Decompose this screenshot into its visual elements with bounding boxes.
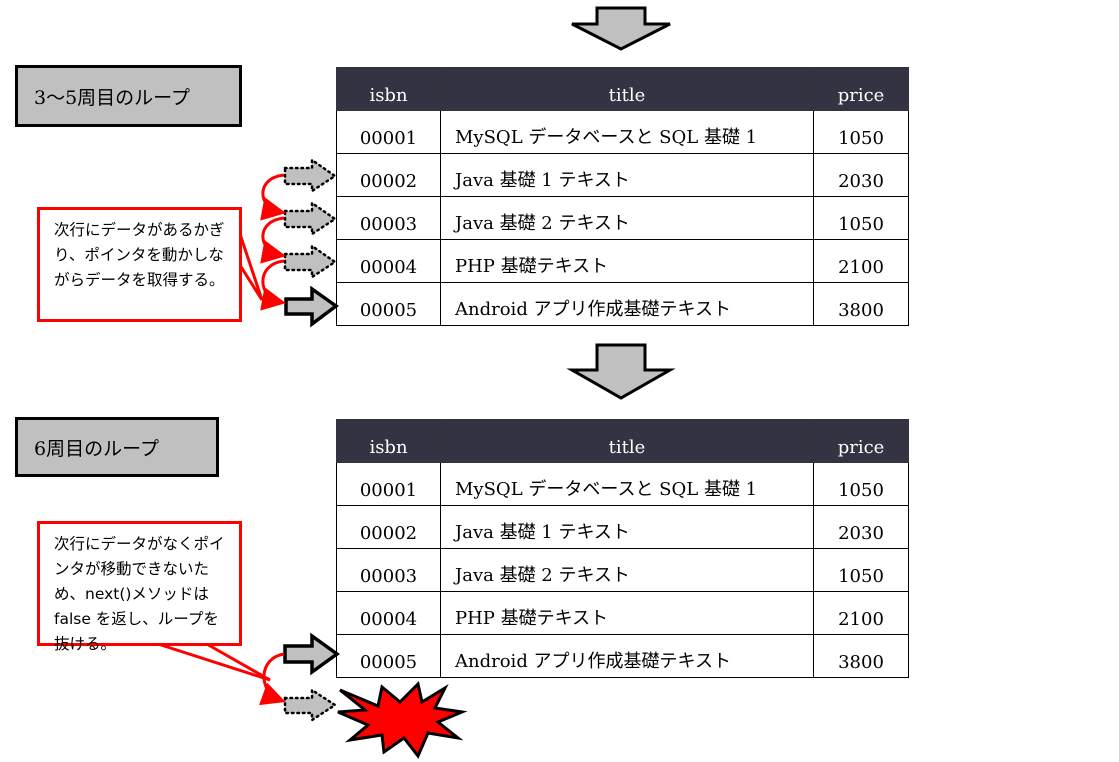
pointer-arrow-dotted-icon	[283, 200, 338, 237]
callout-3-5: 次行にデータがあるかぎり、ポインタを動かしながらデータを取得する。	[37, 207, 242, 322]
cell-price: 2100	[813, 591, 909, 635]
cell-isbn: 00003	[336, 548, 441, 592]
cell-title: Java 基礎 1 テキスト	[440, 505, 814, 549]
header-isbn: isbn	[336, 67, 441, 111]
header-isbn: isbn	[336, 419, 441, 463]
pointer-arrow-dotted-icon	[283, 243, 338, 280]
pointer-arrow-dotted-icon	[283, 687, 338, 723]
cell-isbn: 00003	[336, 196, 441, 240]
red-curve-arrow	[260, 173, 286, 221]
red-curve-arrow	[260, 216, 286, 264]
cell-price: 2100	[813, 239, 909, 283]
cell-title: Java 基礎 2 テキスト	[440, 196, 814, 240]
cell-isbn: 00001	[336, 462, 441, 506]
table-header-row: isbn title price	[336, 67, 909, 111]
header-price: price	[813, 67, 909, 111]
cell-title: Java 基礎 2 テキスト	[440, 548, 814, 592]
cell-isbn: 00005	[336, 282, 441, 326]
cell-isbn: 00002	[336, 153, 441, 197]
callout-tail	[154, 641, 271, 682]
cell-title: Android アプリ作成基礎テキスト	[440, 282, 814, 326]
cell-isbn: 00005	[336, 634, 441, 678]
pointer-arrow-icon	[283, 632, 340, 676]
cell-price: 3800	[813, 282, 909, 326]
pointer-arrow-dotted-icon	[283, 157, 338, 194]
loop-label-6: 6周目のループ	[15, 417, 219, 477]
explosion-icon	[337, 681, 468, 759]
loop-label-3-5: 3〜5周目のループ	[15, 65, 242, 127]
header-title: title	[440, 67, 814, 111]
cell-title: MySQL データベースと SQL 基礎 1	[440, 110, 814, 154]
cell-title: Android アプリ作成基礎テキスト	[440, 634, 814, 678]
cell-isbn: 00001	[336, 110, 441, 154]
table-header-row: isbn title price	[336, 419, 909, 463]
cell-title: PHP 基礎テキスト	[440, 239, 814, 283]
down-arrow-icon	[566, 343, 676, 400]
cell-price: 1050	[813, 548, 909, 592]
cell-price: 1050	[813, 110, 909, 154]
cell-price: 1050	[813, 462, 909, 506]
header-title: title	[440, 419, 814, 463]
red-curve-arrow	[260, 259, 286, 311]
pointer-arrow-icon	[284, 285, 339, 328]
cell-title: MySQL データベースと SQL 基礎 1	[440, 462, 814, 506]
header-price: price	[813, 419, 909, 463]
cell-isbn: 00004	[336, 591, 441, 635]
callout-tail	[236, 227, 264, 301]
down-arrow-icon	[571, 6, 671, 51]
callout-6: 次行にデータがなくポインタが移動できないため、next()メソッドは false…	[37, 521, 242, 653]
cell-title: PHP 基礎テキスト	[440, 591, 814, 635]
cell-title: Java 基礎 1 テキスト	[440, 153, 814, 197]
cell-price: 2030	[813, 505, 909, 549]
cell-isbn: 00004	[336, 239, 441, 283]
cell-price: 3800	[813, 634, 909, 678]
cell-price: 2030	[813, 153, 909, 197]
cell-price: 1050	[813, 196, 909, 240]
cell-isbn: 00002	[336, 505, 441, 549]
